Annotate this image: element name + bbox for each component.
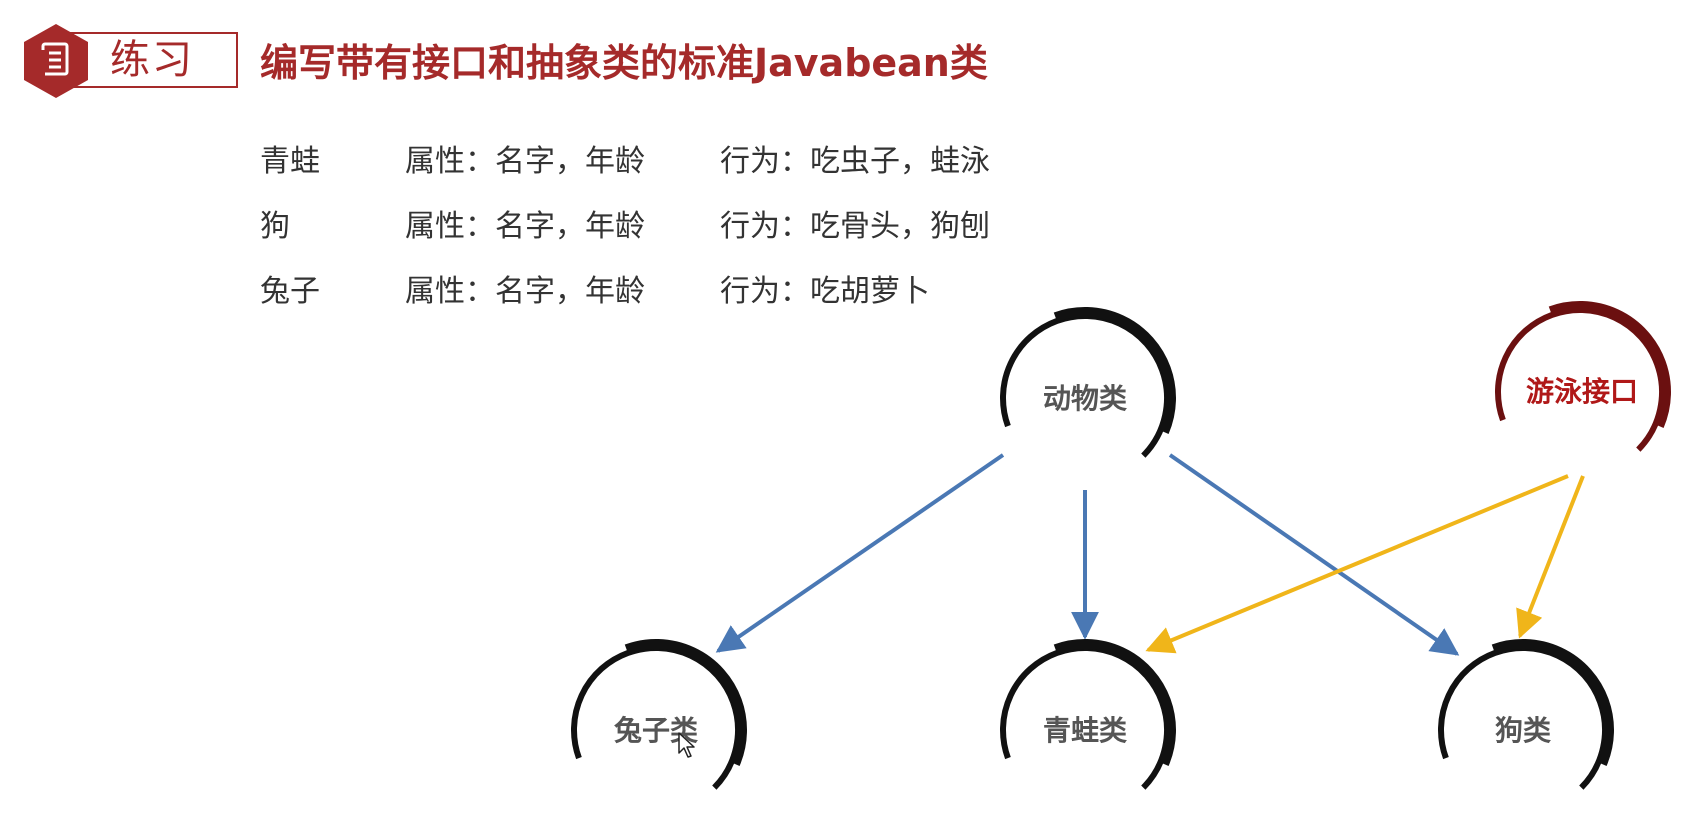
- node-dog: 狗类: [1413, 620, 1633, 826]
- node-label-swim: 游泳接口: [1526, 375, 1638, 408]
- edge-swim-frog: [1148, 476, 1568, 650]
- node-label-dog: 狗类: [1495, 714, 1551, 747]
- node-rabbit: 兔子类: [546, 620, 766, 826]
- edge-swim-dog: [1520, 476, 1583, 636]
- node-animal: 动物类: [975, 288, 1195, 508]
- node-label-animal: 动物类: [1043, 382, 1127, 415]
- edge-animal-rabbit: [718, 455, 1003, 651]
- node-frog: 青蛙类: [975, 620, 1195, 826]
- node-swim-interface: 游泳接口: [1470, 282, 1685, 502]
- node-label-frog: 青蛙类: [1043, 714, 1127, 747]
